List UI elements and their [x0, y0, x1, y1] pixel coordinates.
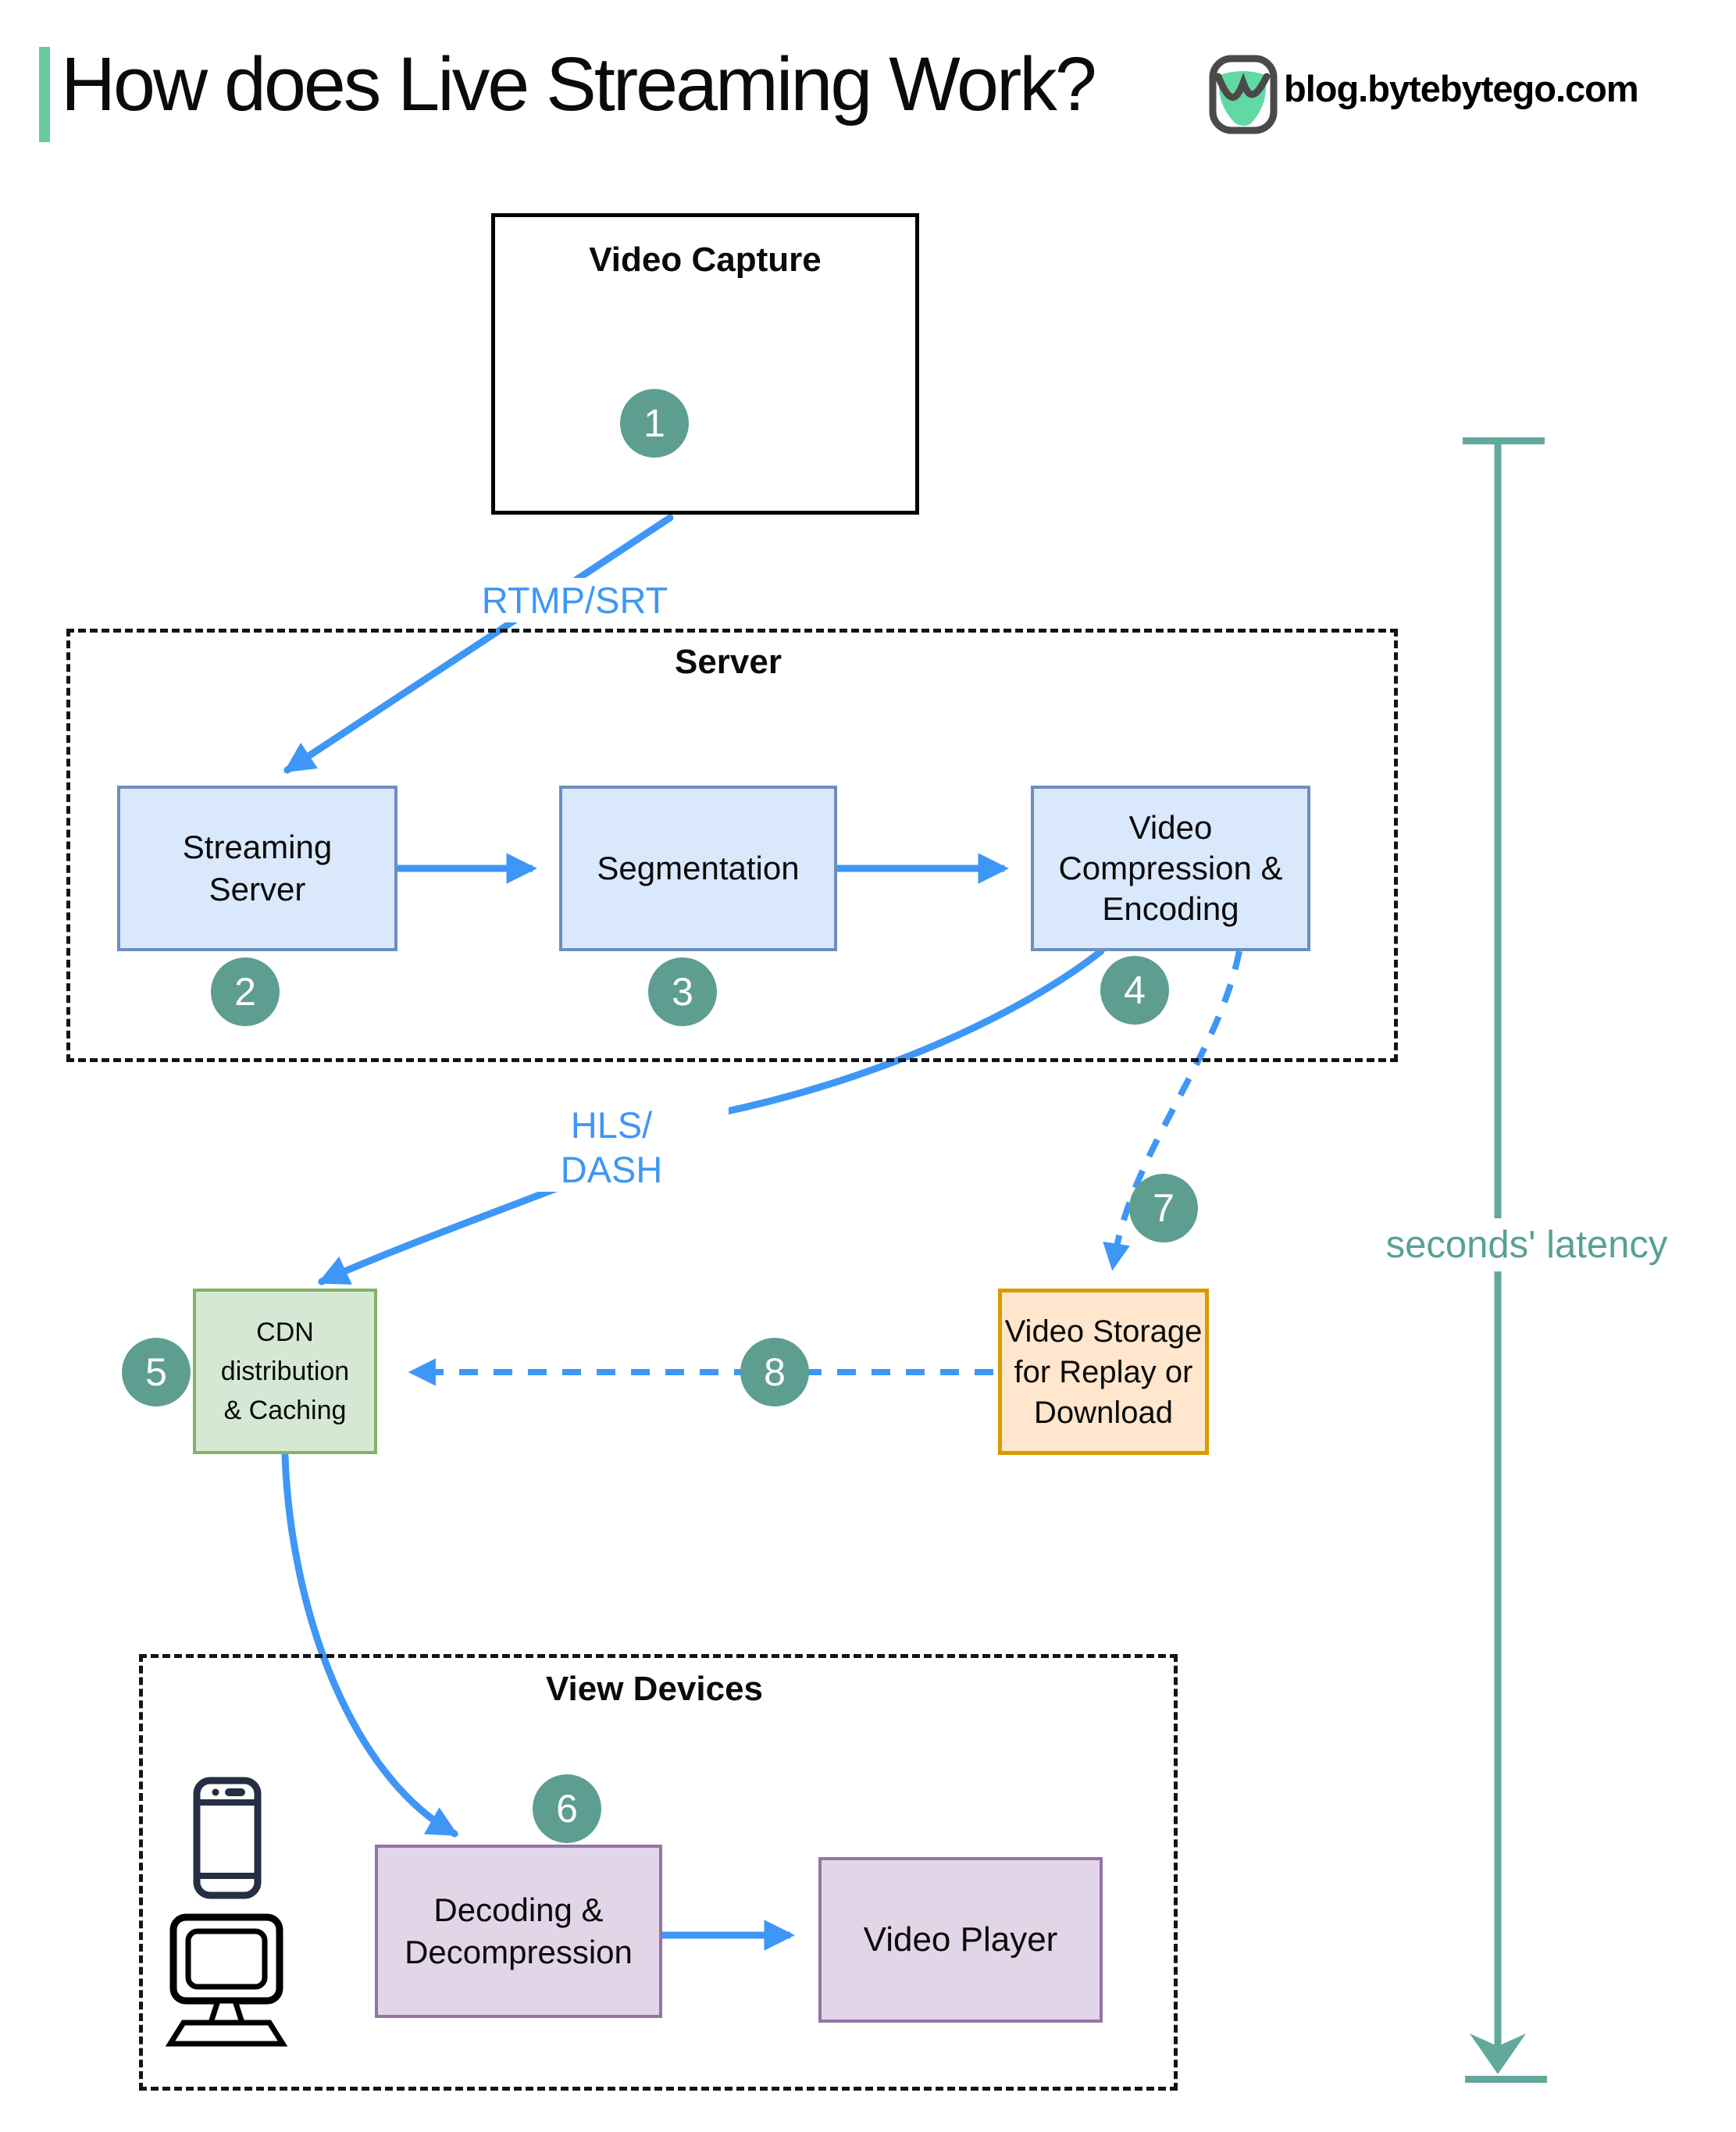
node-segmentation: Segmentation [559, 786, 837, 951]
edge-label-hls: HLS/ DASH [494, 1103, 729, 1192]
node-segmentation-label: Segmentation [597, 850, 800, 886]
edge-capture-to-streaming [283, 514, 674, 774]
edge-label-hls-line2: DASH [560, 1149, 663, 1190]
site-url-label: blog.bytebytego.com [1284, 68, 1639, 109]
latency-label: seconds' latency [1367, 1218, 1687, 1271]
step-circle-8: 8 [740, 1338, 809, 1406]
group-view-devices-label: View Devices [545, 1670, 764, 1708]
page-title: How does Live Streaming Work? [61, 41, 1097, 127]
step-circle-1: 1 [620, 389, 689, 458]
edge-label-rtmp: RTMP/SRT [415, 578, 735, 622]
group-view-devices [139, 1654, 1178, 2091]
node-decoding: Decoding & Decompression [375, 1845, 662, 2018]
step-circle-4: 4 [1100, 956, 1169, 1025]
node-decoding-line1: Decoding & [433, 1891, 604, 1928]
step-circle-3: 3 [648, 957, 717, 1026]
node-streaming-server-line1: Streaming [182, 829, 333, 865]
group-server-label: Server [674, 643, 782, 681]
node-compression-encoding: Video Compression & Encoding [1031, 786, 1310, 951]
title-accent-bar [39, 47, 50, 142]
node-streaming-server-line2: Server [209, 871, 306, 907]
node-decoding-line2: Decompression [405, 1934, 633, 1970]
group-server [66, 629, 1398, 1062]
edge-label-hls-line1: HLS/ [570, 1104, 653, 1146]
step-circle-6: 6 [533, 1774, 601, 1843]
node-storage-line3: Download [1034, 1395, 1173, 1430]
edge-cdn-to-decoding [281, 1452, 459, 1838]
step-circle-2: 2 [211, 957, 280, 1026]
edge-compression-to-storage [1103, 950, 1242, 1271]
node-video-capture: Video Capture [491, 213, 919, 515]
step-circle-7: 7 [1129, 1174, 1198, 1242]
edge-compression-to-cdn [317, 947, 1105, 1285]
node-video-player-label: Video Player [863, 1920, 1058, 1959]
node-video-capture-label: Video Capture [589, 241, 822, 279]
node-compression-line3: Encoding [1102, 890, 1239, 927]
node-storage-line2: for Replay or [1014, 1354, 1193, 1389]
bytebytego-logo-icon [1209, 55, 1278, 134]
node-compression-line1: Video [1128, 809, 1213, 846]
node-streaming-server: Streaming Server [117, 786, 397, 951]
step-circle-5: 5 [122, 1338, 191, 1406]
monitor-icon [165, 1913, 288, 2047]
smartphone-icon [193, 1777, 262, 1899]
node-cdn-line1: CDN distribution [220, 1317, 350, 1386]
node-video-player: Video Player [818, 1857, 1103, 2023]
node-storage-line1: Video Storage [1004, 1314, 1203, 1349]
node-compression-line2: Compression & [1058, 850, 1283, 886]
node-video-storage: Video Storage for Replay or Download [998, 1289, 1209, 1455]
node-cdn: CDN distribution & Caching [193, 1289, 377, 1454]
node-cdn-line2: & Caching [223, 1396, 347, 1425]
